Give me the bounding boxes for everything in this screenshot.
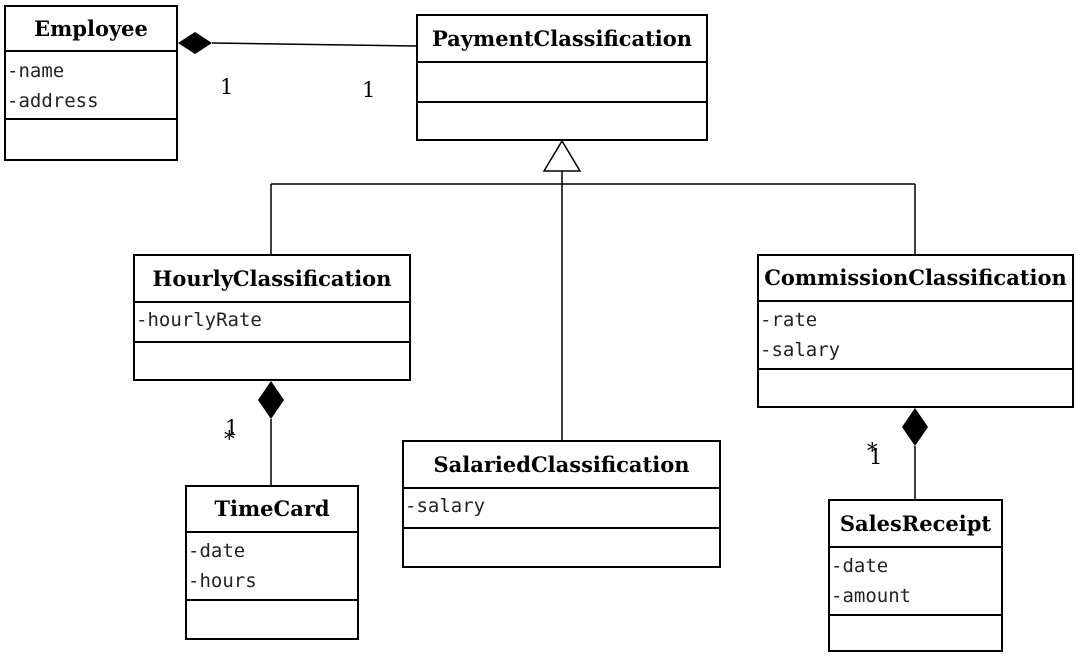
class-employee[interactable]: Employee -name -address (4, 5, 178, 161)
composition-diamond-employee (178, 32, 212, 54)
class-name: SalariedClassification (404, 442, 719, 489)
class-name: SalesReceipt (830, 501, 1001, 548)
class-attributes: -date -hours (187, 533, 357, 601)
attribute: -rate (760, 309, 818, 331)
class-attributes: -name -address (6, 52, 176, 120)
class-name: Employee (6, 7, 176, 52)
class-name: CommissionClassification (759, 256, 1072, 302)
composition-line-employee-payment (211, 42, 417, 47)
class-timecard[interactable]: TimeCard -date -hours (185, 485, 359, 640)
class-name: HourlyClassification (135, 256, 409, 303)
attribute: -name (7, 60, 65, 82)
multiplicity-commission-many: * (867, 439, 878, 463)
class-commission-classification[interactable]: CommissionClassification -rate -salary (757, 254, 1074, 408)
attribute: -amount (831, 585, 912, 607)
class-salaried-classification[interactable]: SalariedClassification -salary (402, 440, 721, 568)
class-hourly-classification[interactable]: HourlyClassification -hourlyRate (133, 254, 411, 381)
attribute: -date (831, 555, 889, 577)
class-name: TimeCard (187, 487, 357, 533)
attribute: -hourlyRate (136, 309, 262, 331)
class-salesreceipt[interactable]: SalesReceipt -date -amount (828, 499, 1003, 652)
class-payment-classification[interactable]: PaymentClassification (416, 14, 708, 141)
multiplicity-hourly-many: * (224, 427, 235, 451)
multiplicity-hourly-one: 1 (225, 416, 239, 440)
multiplicity-commission-one: 1 (869, 445, 883, 469)
multiplicity-employee: 1 (220, 75, 234, 99)
class-name: PaymentClassification (418, 16, 706, 63)
class-attributes (418, 63, 706, 103)
attribute: -date (188, 540, 246, 562)
attribute: -salary (760, 339, 841, 361)
class-attributes: -rate -salary (759, 302, 1072, 370)
attribute: -salary (405, 495, 486, 517)
generalization-triangle (542, 139, 582, 172)
attribute: -address (7, 90, 99, 112)
composition-diamond-commission (902, 408, 928, 446)
class-attributes: -salary (404, 489, 719, 529)
composition-diamond-hourly (258, 381, 284, 419)
multiplicity-payment: 1 (362, 78, 376, 102)
class-attributes: -date -amount (830, 548, 1001, 616)
attribute: -hours (188, 570, 257, 592)
class-attributes: -hourlyRate (135, 303, 409, 343)
